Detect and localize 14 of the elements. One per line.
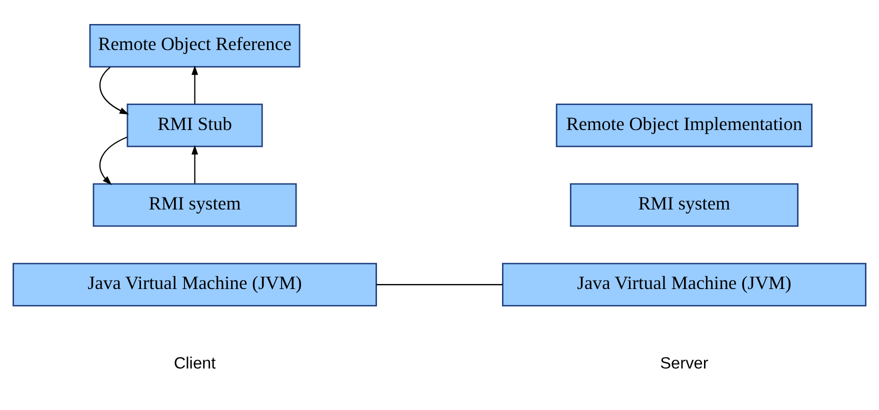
connector — [376, 284, 503, 286]
node-box: Remote Object Reference — [89, 24, 300, 68]
label: Server — [660, 354, 708, 373]
arrow — [192, 65, 198, 104]
node-box: RMI system — [92, 183, 297, 227]
node-box: Java Virtual Machine (JVM) — [502, 262, 866, 306]
node-box: Remote Object Implementation — [556, 104, 813, 148]
node-box: RMI system — [570, 183, 798, 227]
arrow — [99, 66, 130, 114]
arrow — [99, 136, 128, 186]
node-box: RMI Stub — [126, 104, 263, 148]
arrow — [192, 145, 198, 184]
node-box: Java Virtual Machine (JVM) — [12, 262, 377, 306]
label: Client — [174, 354, 216, 373]
